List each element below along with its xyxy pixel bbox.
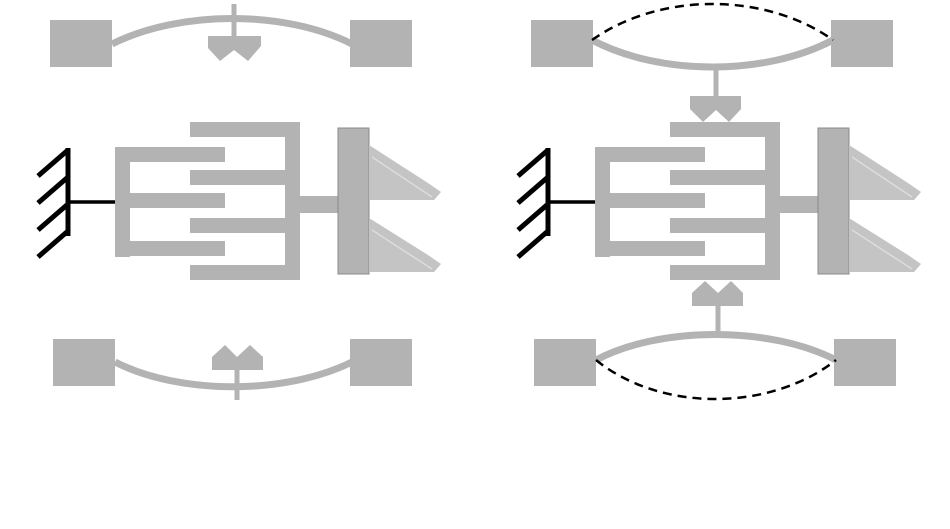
- wedge-tooth-highlight: [371, 156, 433, 198]
- fixed-comb-finger: [595, 147, 705, 162]
- wedge-tooth-highlight: [851, 156, 913, 198]
- moving-comb-spine: [765, 122, 780, 280]
- fixed-comb-finger: [115, 193, 225, 208]
- wedge-tooth: [369, 218, 441, 272]
- bottom-latch-hook: [692, 281, 743, 306]
- comb-shuttle-connector: [778, 196, 820, 213]
- bottom-spring-beam: [594, 331, 838, 364]
- ground-hatch: [36, 202, 70, 232]
- top-right-anchor-pad: [350, 20, 412, 67]
- ground-hatch: [36, 148, 70, 178]
- bottom-left-anchor-pad: [534, 339, 596, 386]
- fixed-comb-finger: [595, 193, 705, 208]
- wedge-tooth-highlight: [371, 229, 433, 270]
- wedge-tooth: [849, 218, 921, 272]
- ground-hatch: [516, 202, 550, 232]
- ground-anchor: [516, 148, 596, 259]
- ground-hatch: [516, 175, 550, 205]
- moving-comb-finger: [190, 122, 300, 137]
- panel-left: [36, 4, 441, 400]
- top-latch-hook: [208, 36, 261, 61]
- bottom-right-anchor-pad: [834, 339, 896, 386]
- ground-hatch: [36, 229, 70, 259]
- fixed-comb-finger: [595, 241, 705, 256]
- bottom-spring-beam: [113, 358, 354, 391]
- actuator-plate: [817, 127, 921, 275]
- moving-comb-finger: [670, 218, 780, 233]
- actuator-plate: [337, 127, 441, 275]
- wedge-tooth-highlight: [851, 229, 913, 270]
- bottom-spring: [53, 339, 412, 400]
- fixed-comb-finger: [115, 147, 225, 162]
- moving-comb-finger: [190, 170, 300, 185]
- moving-comb-finger: [670, 265, 780, 280]
- moving-comb-finger: [190, 218, 300, 233]
- comb-shuttle-connector: [298, 196, 340, 213]
- bottom-right-anchor-pad: [350, 339, 412, 386]
- bottom-beam-deflected-path: [595, 359, 837, 401]
- ground-anchor: [36, 148, 116, 259]
- bottom-latch-hook: [212, 345, 263, 370]
- bottom-left-anchor-pad: [53, 339, 115, 386]
- top-spring: [50, 4, 412, 67]
- wedge-tooth: [369, 145, 441, 200]
- fixed-comb-finger: [115, 241, 225, 256]
- top-beam-deflected-path: [591, 2, 834, 42]
- comb-drive: [595, 122, 820, 280]
- top-spring: [531, 2, 893, 122]
- top-right-anchor-pad: [831, 20, 893, 67]
- top-spring-beam: [590, 36, 835, 71]
- moving-comb-finger: [670, 122, 780, 137]
- panel-right: [516, 2, 921, 401]
- top-latch-hook: [690, 96, 741, 122]
- actuator-plate-body: [817, 127, 850, 275]
- top-left-anchor-pad: [50, 20, 112, 67]
- ground-hatch: [516, 148, 550, 178]
- top-left-anchor-pad: [531, 20, 593, 67]
- moving-comb-spine: [285, 122, 300, 280]
- moving-comb-finger: [670, 170, 780, 185]
- comb-drive: [115, 122, 340, 280]
- moving-comb-finger: [190, 265, 300, 280]
- wedge-tooth: [849, 145, 921, 200]
- ground-hatch: [516, 229, 550, 259]
- bottom-spring: [534, 281, 896, 401]
- ground-hatch: [36, 175, 70, 205]
- actuator-plate-body: [337, 127, 370, 275]
